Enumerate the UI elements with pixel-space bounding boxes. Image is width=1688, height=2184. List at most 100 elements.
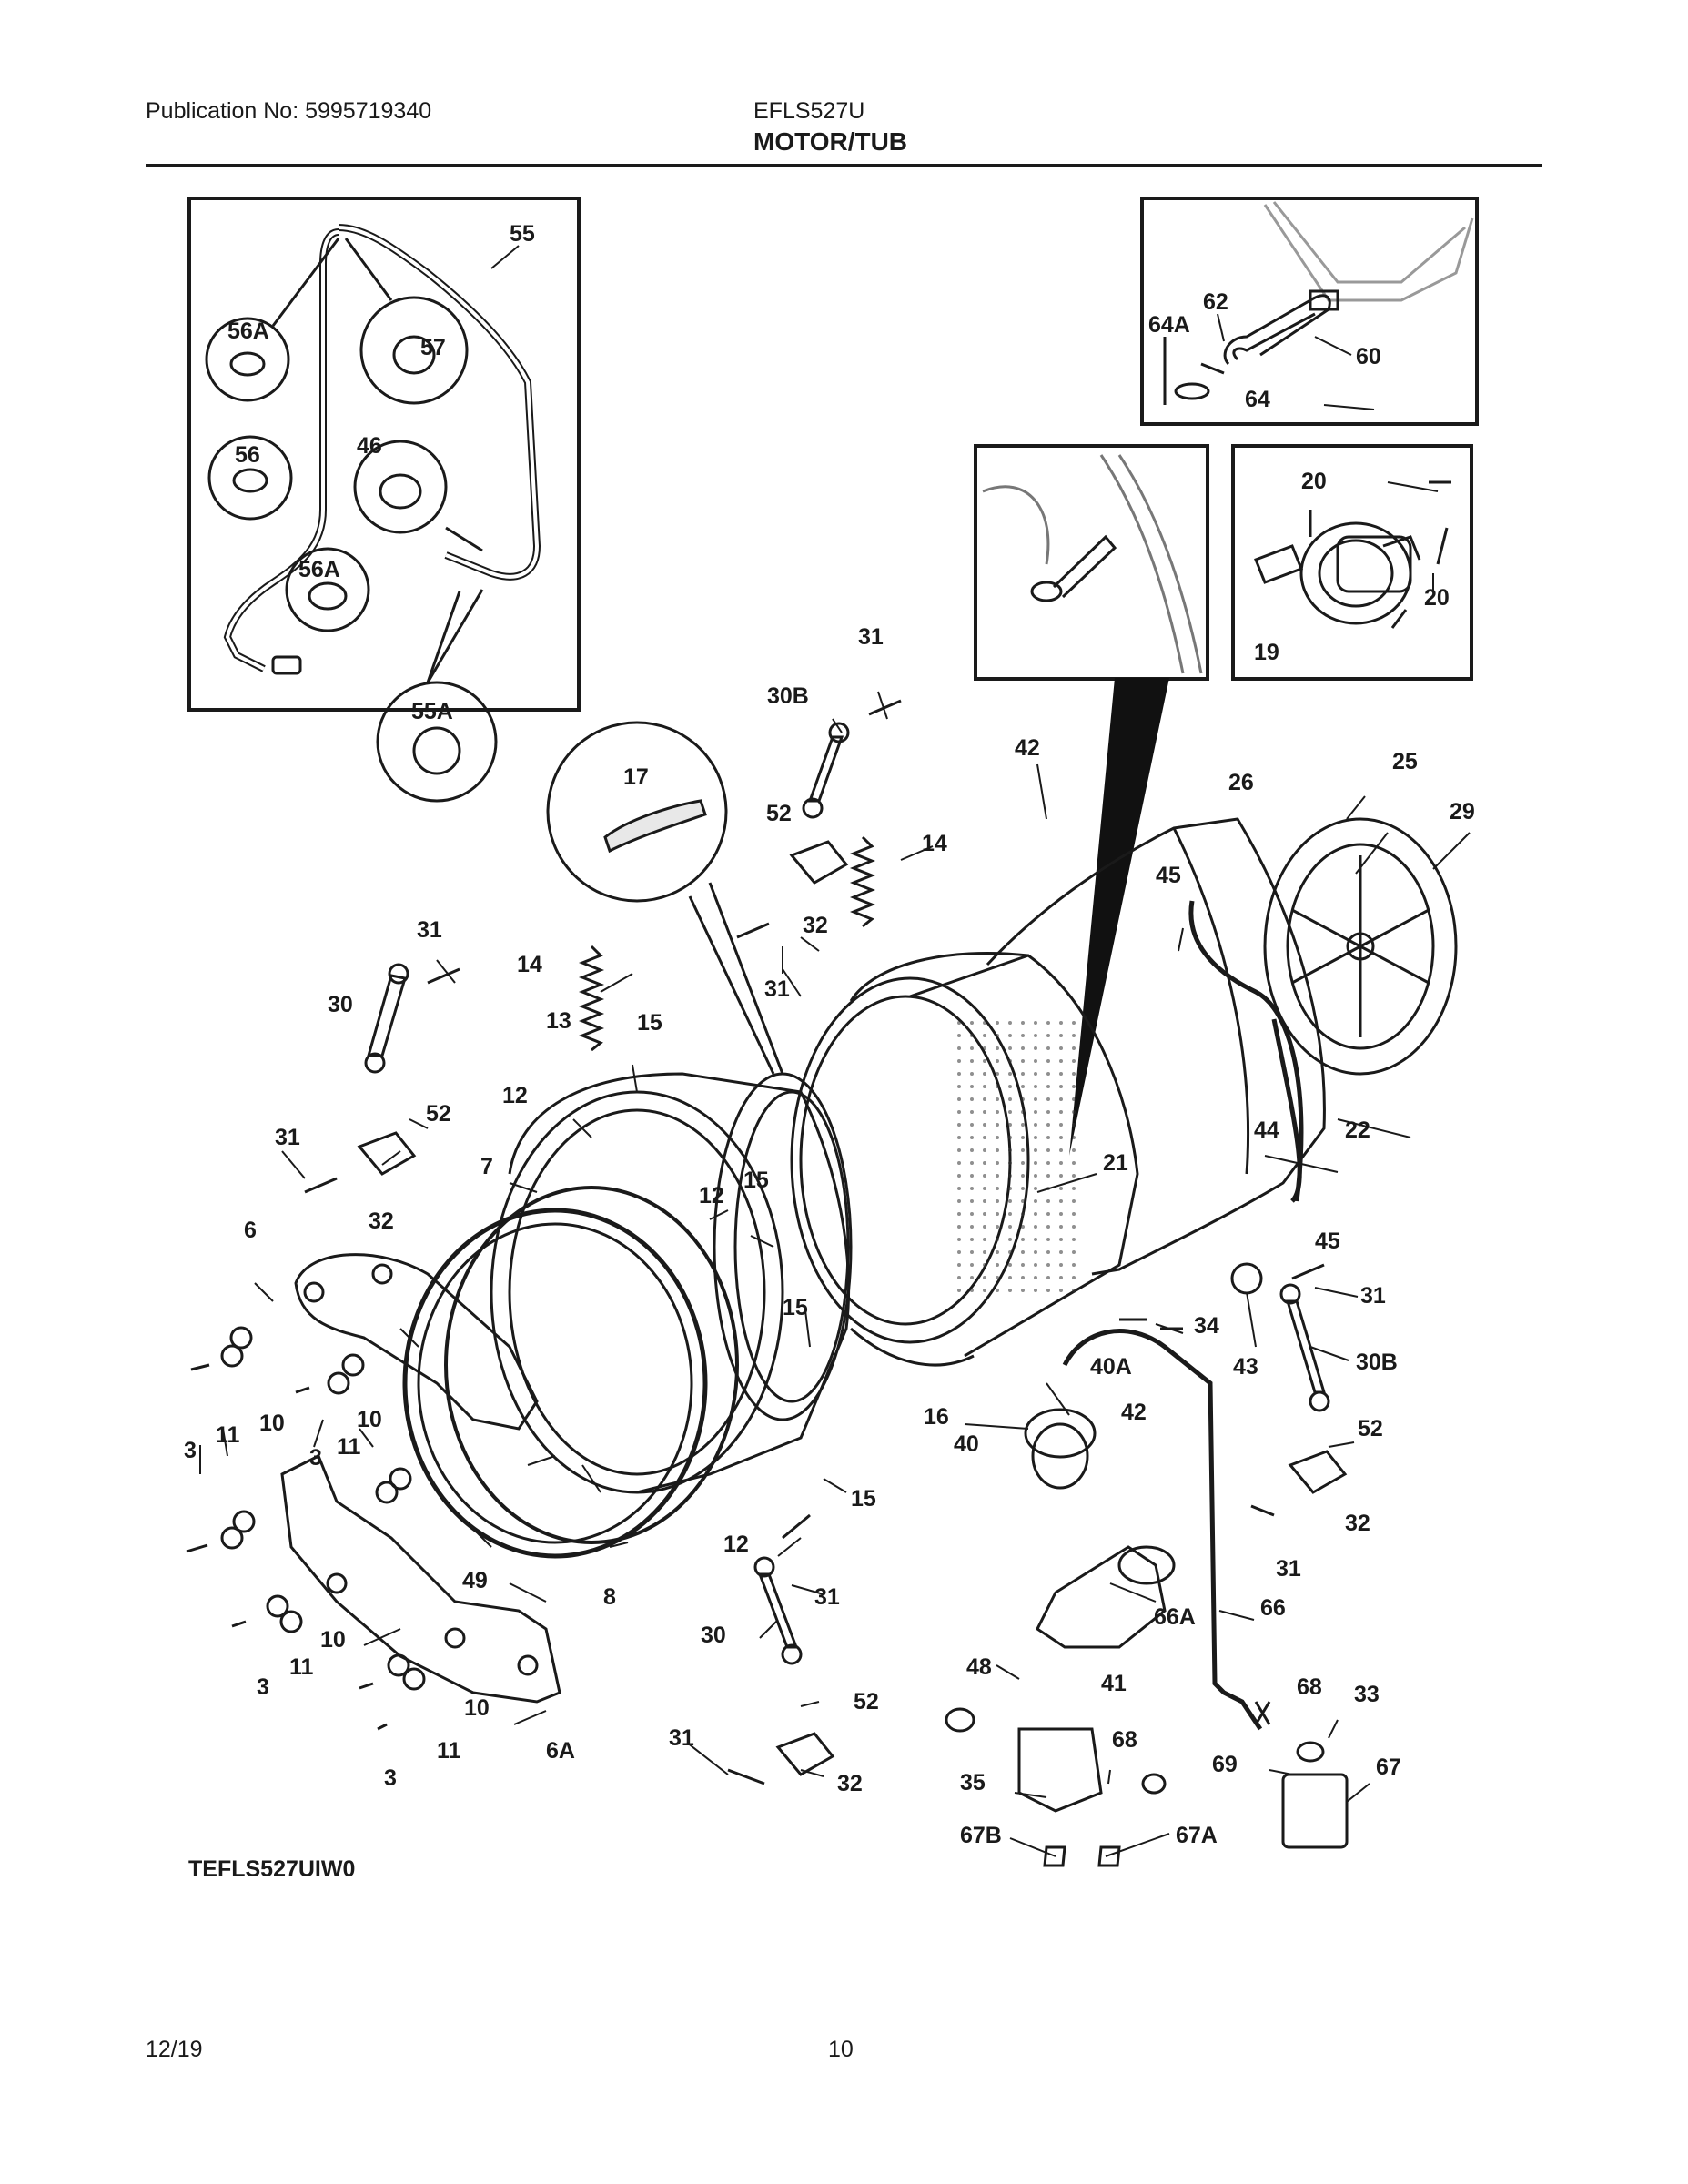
callout-55A: 55A xyxy=(411,699,453,724)
callout-35: 35 xyxy=(960,1770,986,1795)
callout-11: 11 xyxy=(216,1422,240,1448)
callout-31: 31 xyxy=(1360,1283,1386,1309)
callout-20: 20 xyxy=(1424,585,1450,611)
callout-52: 52 xyxy=(766,801,792,826)
callout-44: 44 xyxy=(1254,1117,1279,1143)
callout-26: 26 xyxy=(1228,770,1254,795)
callout-3: 3 xyxy=(184,1438,197,1463)
leader-lines xyxy=(199,245,1471,1857)
callout-22: 22 xyxy=(1345,1117,1370,1143)
callout-40: 40 xyxy=(954,1431,979,1457)
callout-10: 10 xyxy=(320,1627,346,1653)
callout-43: 43 xyxy=(1233,1354,1258,1380)
callout-30: 30 xyxy=(701,1623,726,1648)
callout-14: 14 xyxy=(517,952,542,977)
footer-date: 12/19 xyxy=(146,2037,203,2062)
callout-17: 17 xyxy=(623,764,649,790)
inset-heater xyxy=(1140,197,1479,426)
callout-42: 42 xyxy=(1121,1400,1147,1425)
callout-40A: 40A xyxy=(1090,1354,1132,1380)
diagram-code: TEFLS527UIW0 xyxy=(188,1856,356,1882)
callout-52: 52 xyxy=(854,1689,879,1714)
callout-32: 32 xyxy=(803,913,828,938)
callout-30: 30 xyxy=(328,992,353,1017)
inset-tub-detail xyxy=(974,444,1209,1156)
callout-34: 34 xyxy=(1194,1313,1219,1339)
callout-30B: 30B xyxy=(1356,1350,1398,1375)
callout-3: 3 xyxy=(257,1674,269,1700)
callout-15: 15 xyxy=(637,1010,662,1036)
callout-13: 13 xyxy=(546,1008,571,1034)
callout-12: 12 xyxy=(502,1083,528,1108)
callout-10: 10 xyxy=(357,1407,382,1432)
callout-3: 3 xyxy=(384,1765,397,1791)
callout-55: 55 xyxy=(510,221,535,247)
callout-29: 29 xyxy=(1450,799,1475,824)
callout-41: 41 xyxy=(1101,1671,1127,1696)
callout-31: 31 xyxy=(275,1125,300,1150)
callout-7: 7 xyxy=(480,1154,493,1179)
callout-68: 68 xyxy=(1297,1674,1322,1700)
callout-21: 21 xyxy=(1103,1150,1128,1176)
callout-30B: 30B xyxy=(767,683,809,709)
callout-64A: 64A xyxy=(1148,312,1190,338)
callout-45: 45 xyxy=(1315,1228,1340,1254)
inset-motor xyxy=(1231,444,1473,681)
callout-16: 16 xyxy=(924,1404,949,1430)
callout-60: 60 xyxy=(1356,344,1381,369)
callout-62: 62 xyxy=(1203,289,1228,315)
callout-31: 31 xyxy=(858,624,884,650)
callout-42: 42 xyxy=(1015,735,1040,761)
callout-56: 56 xyxy=(235,442,260,468)
callout-67B: 67B xyxy=(960,1823,1002,1848)
callout-11: 11 xyxy=(289,1654,314,1680)
callout-3: 3 xyxy=(309,1445,322,1471)
callout-12: 12 xyxy=(699,1183,724,1208)
callout-49: 49 xyxy=(462,1568,488,1593)
callout-19: 19 xyxy=(1254,640,1279,665)
callout-31: 31 xyxy=(669,1725,694,1751)
callout-69: 69 xyxy=(1212,1752,1238,1777)
callout-56A: 56A xyxy=(227,318,269,344)
callout-32: 32 xyxy=(1345,1511,1370,1536)
callout-66: 66 xyxy=(1260,1595,1286,1621)
callout-11: 11 xyxy=(437,1738,461,1764)
callout-15: 15 xyxy=(783,1295,808,1320)
callout-15: 15 xyxy=(743,1168,769,1193)
callout-45: 45 xyxy=(1156,863,1181,888)
callout-10: 10 xyxy=(259,1410,285,1436)
page-number: 10 xyxy=(828,2037,854,2062)
callout-67A: 67A xyxy=(1176,1823,1218,1848)
callout-10: 10 xyxy=(464,1695,490,1721)
callout-8: 8 xyxy=(603,1584,616,1610)
callout-6: 6 xyxy=(244,1218,257,1243)
callout-31: 31 xyxy=(1276,1556,1301,1582)
callout-6A: 6A xyxy=(546,1738,575,1764)
callout-14: 14 xyxy=(922,831,947,856)
callout-64: 64 xyxy=(1245,387,1270,412)
callout-57: 57 xyxy=(420,335,446,360)
callout-46: 46 xyxy=(357,433,382,459)
section-title: MOTOR/TUB xyxy=(753,127,908,156)
callout-11: 11 xyxy=(337,1434,361,1460)
callout-48: 48 xyxy=(966,1654,992,1680)
main-exploded-view xyxy=(186,699,1458,1867)
callout-52: 52 xyxy=(1358,1416,1383,1441)
callout-31: 31 xyxy=(764,976,790,1002)
callout-32: 32 xyxy=(837,1771,863,1796)
callout-labels: 55 56A 57 56 46 56A 55A 62 64A 60 64 20 … xyxy=(184,221,1475,1848)
inset-hose-clamps xyxy=(187,197,581,803)
callout-66A: 66A xyxy=(1154,1604,1196,1630)
callout-20: 20 xyxy=(1301,469,1327,494)
callout-68: 68 xyxy=(1112,1727,1137,1753)
callout-15: 15 xyxy=(851,1486,876,1512)
callout-67: 67 xyxy=(1376,1754,1401,1780)
callout-52: 52 xyxy=(426,1101,451,1127)
header-rule xyxy=(146,164,1542,167)
callout-33: 33 xyxy=(1354,1682,1380,1707)
callout-31: 31 xyxy=(814,1584,840,1610)
callout-12: 12 xyxy=(723,1532,749,1557)
publication-number: Publication No: 5995719340 xyxy=(146,98,432,124)
model-number: EFLS527U xyxy=(753,98,865,124)
